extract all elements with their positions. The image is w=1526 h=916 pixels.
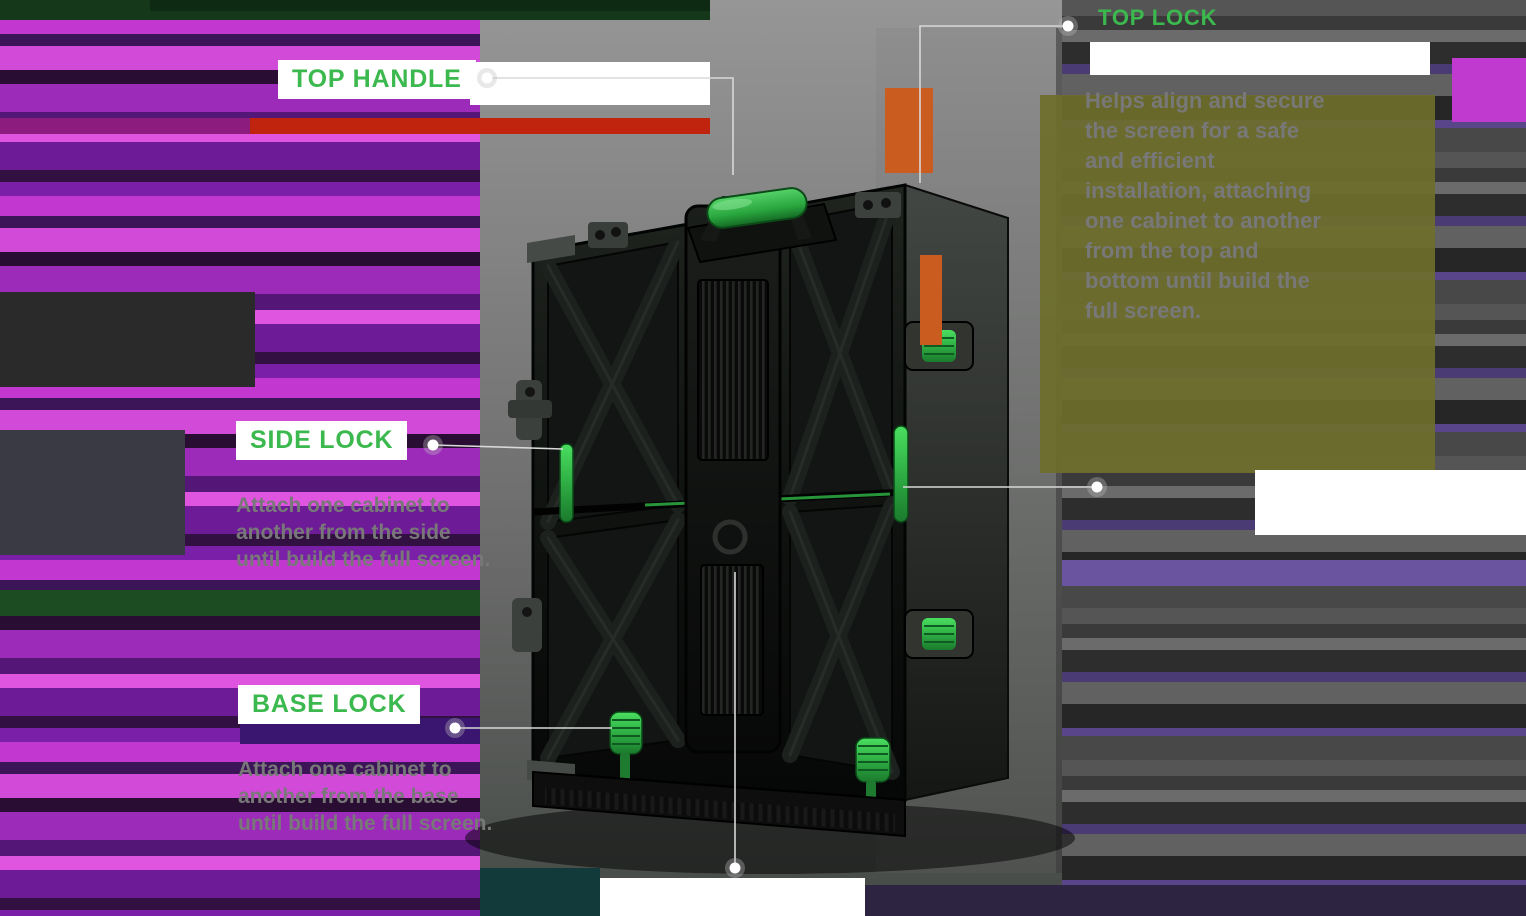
callout-dot: [725, 858, 745, 878]
glitch-bar: [470, 62, 710, 105]
glitch-bar: [600, 878, 865, 916]
top-lock-label: TOP LOCK: [1098, 5, 1218, 30]
glitch-bar: [865, 885, 1526, 916]
glitch-bar: [1060, 560, 1526, 586]
glitch-bar: [0, 118, 250, 134]
glitch-bar: [1452, 58, 1526, 122]
base-lock-label: BASE LOCK: [238, 685, 421, 724]
glitch-bar: [920, 255, 942, 345]
callout-dots: [423, 16, 1107, 878]
top-handle-label: TOP HANDLE: [278, 60, 476, 99]
glitch-bar: [1255, 470, 1526, 535]
callout-dot: [1087, 477, 1107, 497]
glitch-bar: [150, 0, 710, 11]
glitch-bar: [885, 88, 933, 173]
glitch-bar: [480, 868, 600, 916]
top-lock-line: [919, 25, 1068, 183]
glitch-bar: [0, 292, 255, 387]
glitch-bar: [250, 118, 710, 134]
base-lock-description: Attach one cabinet to another from the b…: [238, 758, 493, 835]
top-handle-line: [487, 77, 734, 175]
callout-dot: [1058, 16, 1078, 36]
top-lock-description: Helps align and secure the screen for a …: [1085, 88, 1325, 323]
glitch-bar: [0, 590, 480, 616]
callout-dot: [423, 435, 443, 455]
glitch-bar: [1090, 42, 1430, 75]
side-lock-label: SIDE LOCK: [236, 421, 408, 460]
callout-dot: [445, 718, 465, 738]
callout-dot: [477, 68, 497, 88]
glitch-bar: [0, 430, 185, 555]
side-lock-description: Attach one cabinet to another from the s…: [236, 494, 491, 571]
side-lock-left-line: [432, 444, 564, 450]
glitch-bar: [1040, 95, 1435, 473]
